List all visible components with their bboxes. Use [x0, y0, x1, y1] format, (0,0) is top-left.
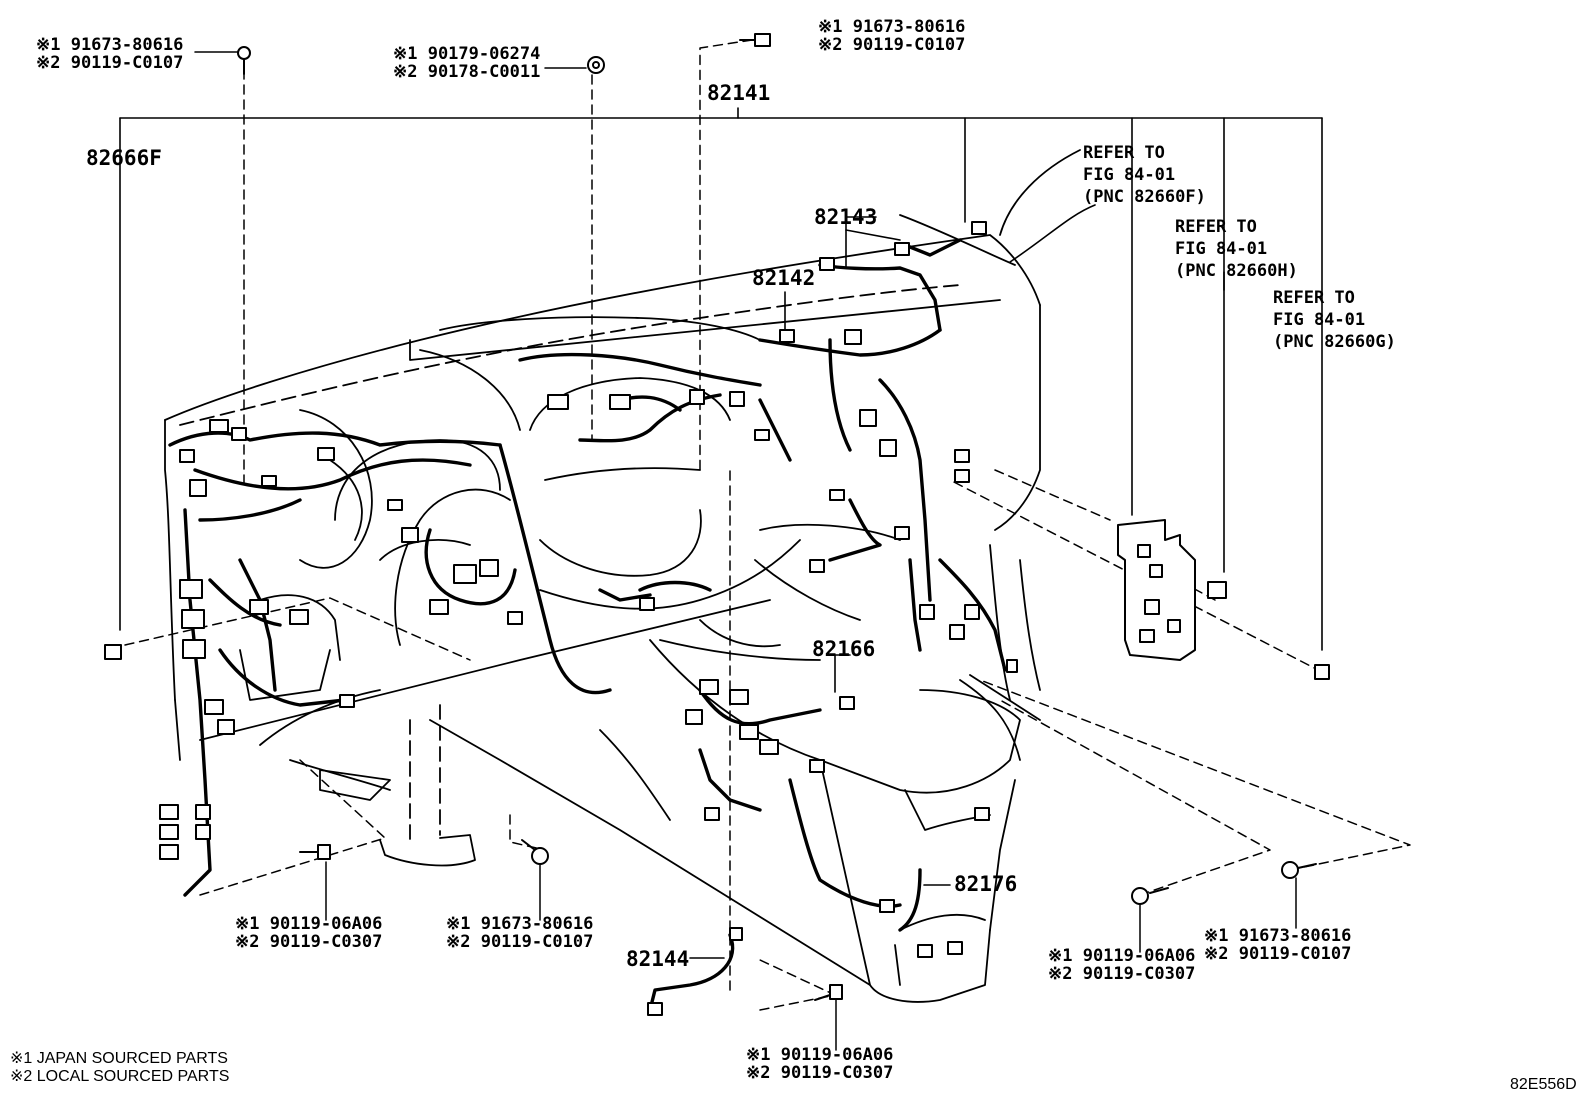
part-number-local: ※2 90119-C0307 — [746, 1063, 894, 1083]
fastener-bottom-center-label: ※1 90119-06A06 ※2 90119-C0307 — [746, 1046, 893, 1082]
refer-line-3: (PNC 82660F) — [1083, 187, 1206, 207]
harness-82143-label: 82143 — [814, 205, 878, 229]
part-number-local: ※2 90119-C0307 — [235, 932, 383, 952]
part-number-jp: ※1 91673-80616 — [1204, 926, 1352, 946]
legend: ※1 JAPAN SOURCED PARTS ※2 LOCAL SOURCED … — [10, 1050, 229, 1086]
refer-line-3: (PNC 82660G) — [1273, 332, 1396, 352]
refer-line-2: FIG 84-01 — [1175, 239, 1268, 259]
part-number-jp: ※1 90119-06A06 — [235, 914, 383, 934]
refer-to-82660h: REFER TO FIG 84-01 (PNC 82660H) — [1175, 216, 1298, 282]
connectors — [104, 221, 1330, 1016]
harness-82666f-label: 82666F — [86, 146, 162, 170]
part-number-jp: ※1 90179-06274 — [393, 44, 541, 64]
part-number-local: ※2 90119-C0107 — [818, 35, 966, 55]
harness-82144-label: 82144 — [626, 947, 690, 971]
harness-82166-label: 82166 — [812, 637, 876, 661]
label-leaders — [194, 51, 1297, 1051]
harness-82176-label: 82176 — [954, 872, 1018, 896]
fastener-top-center-label: ※1 91673-80616 ※2 90119-C0107 — [818, 18, 965, 54]
harness-82141-label: 82141 — [707, 81, 771, 105]
legend-japan: ※1 JAPAN SOURCED PARTS — [10, 1050, 228, 1067]
wire-harness — [168, 238, 1007, 1012]
fastener-bottom-left-label: ※1 90119-06A06 ※2 90119-C0307 — [235, 915, 382, 951]
fastener-right-a-label: ※1 90119-06A06 ※2 90119-C0307 — [1048, 947, 1195, 983]
part-number-jp: ※1 90119-06A06 — [1048, 946, 1196, 966]
part-number-jp: ※1 91673-80616 — [818, 17, 966, 37]
refer-line-2: FIG 84-01 — [1273, 310, 1366, 330]
refer-line-1: REFER TO — [1273, 288, 1355, 308]
refer-to-82660f: REFER TO FIG 84-01 (PNC 82660F) — [1083, 142, 1206, 208]
part-number-jp: ※1 90119-06A06 — [746, 1045, 894, 1065]
fasteners-symbols — [237, 33, 1317, 1001]
leader-lines — [119, 107, 1323, 959]
legend-local: ※2 LOCAL SOURCED PARTS — [10, 1068, 230, 1085]
refer-line-3: (PNC 82660H) — [1175, 261, 1298, 281]
instrument-panel-outline — [164, 149, 1081, 1003]
part-number-local: ※2 90178-C0011 — [393, 62, 541, 82]
part-number-local: ※2 90119-C0307 — [1048, 964, 1196, 984]
part-number-jp: ※1 91673-80616 — [446, 914, 594, 934]
refer-line-1: REFER TO — [1083, 143, 1165, 163]
fastener-bottom-mid-label: ※1 91673-80616 ※2 90119-C0107 — [446, 915, 593, 951]
fastener-top-left-label: ※1 91673-80616 ※2 90119-C0107 — [36, 36, 183, 72]
refer-to-82660g: REFER TO FIG 84-01 (PNC 82660G) — [1273, 287, 1396, 353]
figure-code: 82E556D — [1510, 1076, 1577, 1093]
fastener-right-b-label: ※1 91673-80616 ※2 90119-C0107 — [1204, 927, 1351, 963]
part-number-local: ※2 90119-C0107 — [1204, 944, 1352, 964]
fastener-top-clip-label: ※1 90179-06274 ※2 90178-C0011 — [393, 45, 540, 81]
part-number-local: ※2 90119-C0107 — [446, 932, 594, 952]
harness-82142-label: 82142 — [752, 266, 816, 290]
junction-block — [1117, 519, 1196, 661]
part-number-jp: ※1 91673-80616 — [36, 35, 184, 55]
part-number-local: ※2 90119-C0107 — [36, 53, 184, 73]
dashed-fastener-leaders — [124, 39, 1411, 1011]
refer-line-1: REFER TO — [1175, 217, 1257, 237]
refer-line-2: FIG 84-01 — [1083, 165, 1176, 185]
